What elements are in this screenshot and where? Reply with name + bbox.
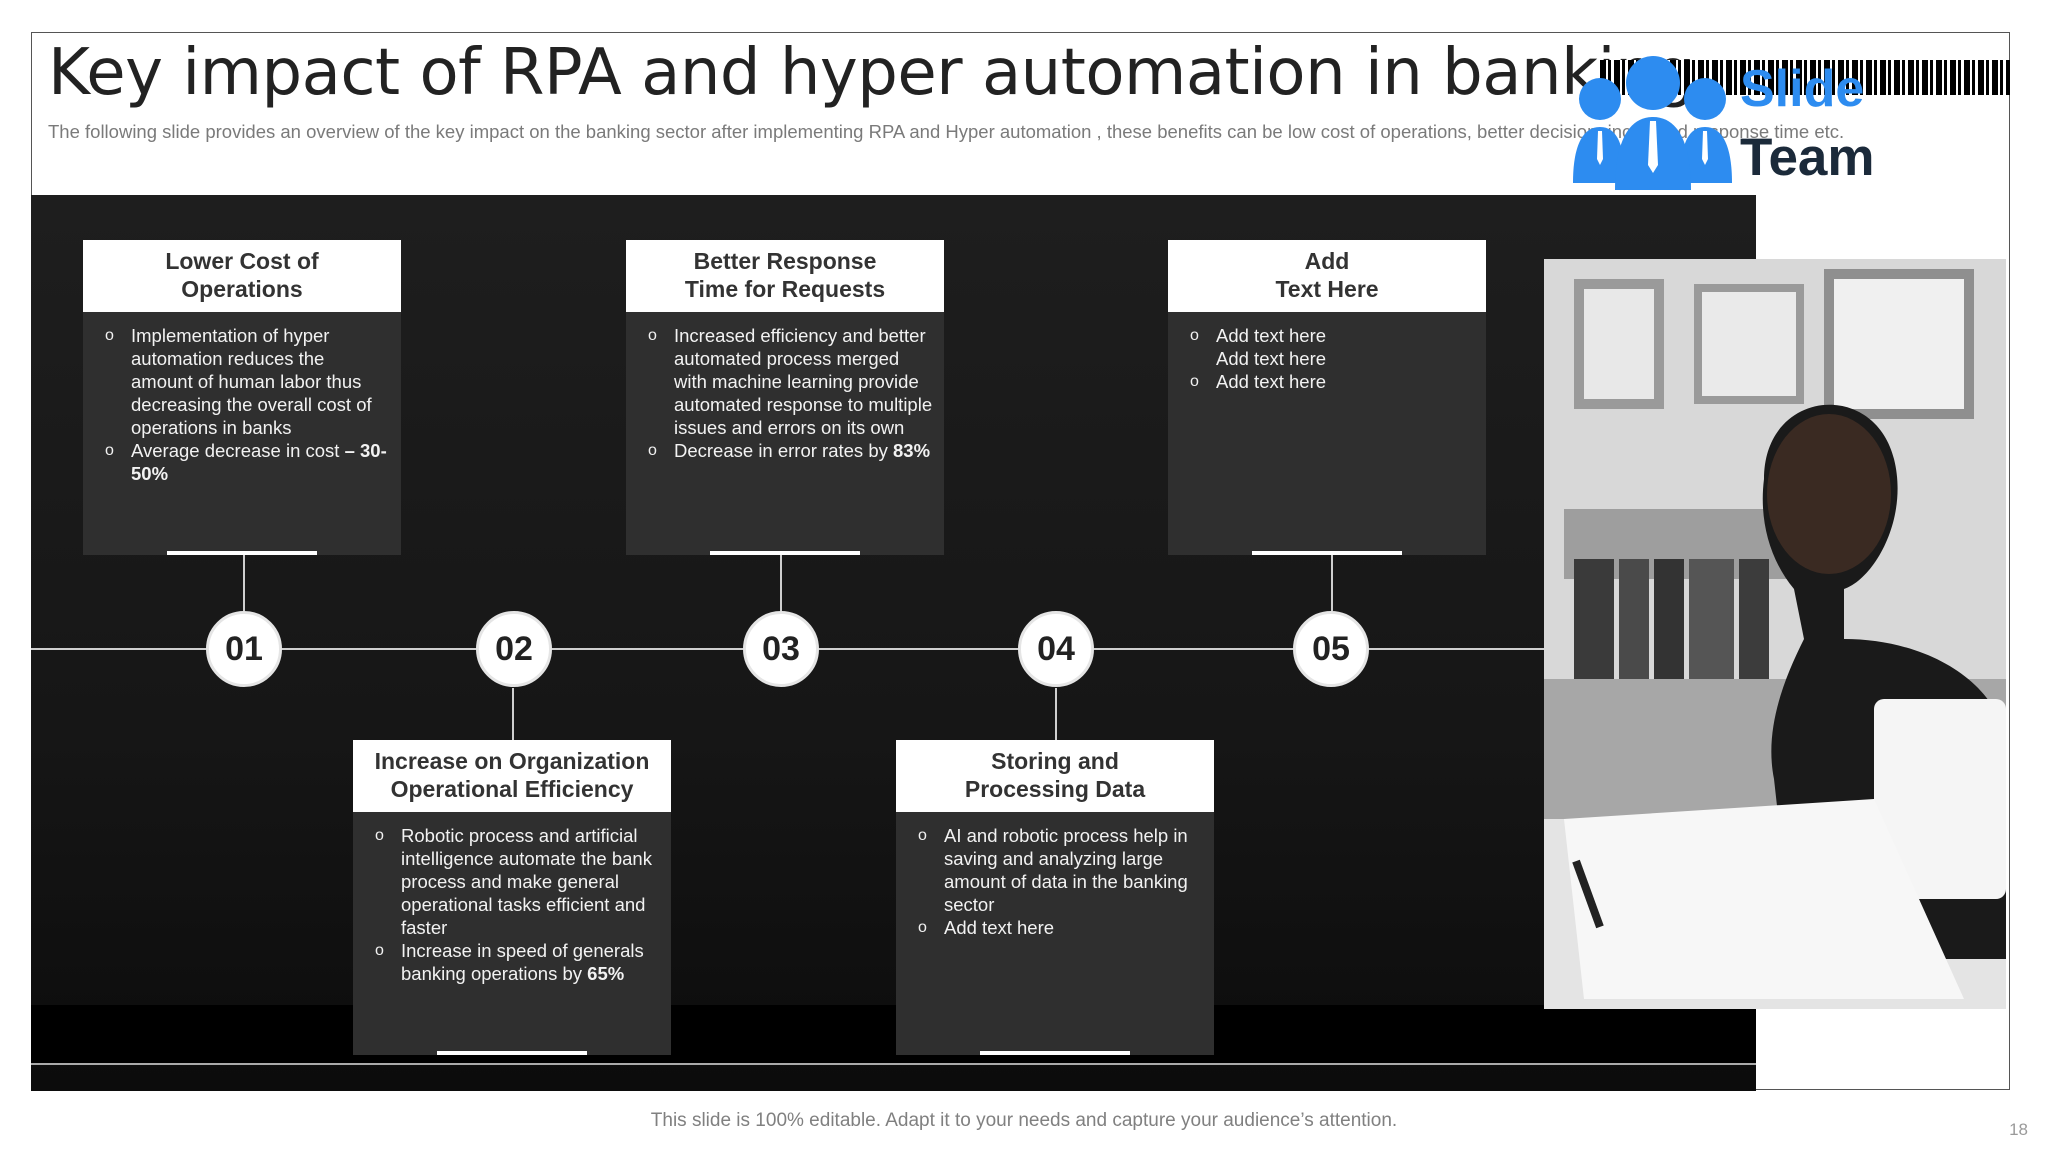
step-card-body: Increased efficiency and better automate…: [626, 312, 944, 462]
step-card-03: Better Response Time for Requests Increa…: [626, 240, 944, 555]
bullet-item: Add text here: [910, 916, 1204, 939]
connector-03: [780, 553, 782, 611]
step-card-heading: Lower Cost of Operations: [83, 240, 401, 312]
connector-02: [512, 688, 514, 741]
step-card-heading: Better Response Time for Requests: [626, 240, 944, 312]
connector-05: [1331, 553, 1333, 611]
page-number: 18: [2009, 1120, 2028, 1139]
man-writing-at-desk-photo: [1544, 259, 2006, 1009]
step-card-02: Increase on Organization Operational Eff…: [353, 740, 671, 1055]
bullet-item: AI and robotic process help in saving an…: [910, 824, 1204, 916]
panel-bottom-band: [31, 1005, 1756, 1065]
step-card-body: AI and robotic process help in saving an…: [896, 812, 1214, 939]
connector-01: [243, 553, 245, 611]
step-card-body: Robotic process and artificial intellige…: [353, 812, 671, 985]
step-number-04: 04: [1018, 611, 1094, 687]
bullet-item: Increased efficiency and better automate…: [640, 324, 934, 439]
card-underline: [710, 551, 860, 555]
step-card-04: Storing and Processing Data AI and robot…: [896, 740, 1214, 1055]
connector-04: [1055, 688, 1057, 740]
step-number-05: 05: [1293, 611, 1369, 687]
people-group-icon: [1573, 56, 1732, 190]
card-underline: [1252, 551, 1402, 555]
step-card-05: Add Text Here Add text here Add text her…: [1168, 240, 1486, 555]
logo-text-slide: Slide: [1740, 60, 1865, 118]
step-card-body: Implementation of hyper automation reduc…: [83, 312, 401, 485]
slide-footer: This slide is 100% editable. Adapt it to…: [650, 1110, 1398, 1131]
step-card-heading: Add Text Here: [1168, 240, 1486, 312]
card-underline: [980, 1051, 1130, 1055]
step-card-body: Add text here Add text here Add text her…: [1168, 312, 1486, 393]
step-number-02: 02: [476, 611, 552, 687]
slideteam-logo: Slide Team: [1570, 55, 1900, 190]
panel-divider: [31, 1063, 1756, 1065]
logo-text-team: Team: [1740, 128, 1875, 187]
bullet-item: Implementation of hyper automation reduc…: [97, 324, 391, 439]
step-card-heading: Increase on Organization Operational Eff…: [353, 740, 671, 812]
bullet-item: Average decrease in cost – 30-50%: [97, 439, 391, 485]
step-number-03: 03: [743, 611, 819, 687]
bullet-item: Add text here: [1182, 370, 1476, 393]
step-number-01: 01: [206, 611, 282, 687]
card-underline: [167, 551, 317, 555]
card-underline: [437, 1051, 587, 1055]
bullet-item: Add text here: [1182, 324, 1476, 347]
bullet-item: Decrease in error rates by 83%: [640, 439, 934, 462]
step-card-heading: Storing and Processing Data: [896, 740, 1214, 812]
bullet-item: Robotic process and artificial intellige…: [367, 824, 661, 939]
slide-title: Key impact of RPA and hyper automation i…: [48, 36, 1696, 110]
slide-subtitle: The following slide provides an overview…: [48, 121, 1845, 142]
bullet-item: Add text here: [1216, 348, 1327, 369]
step-card-01: Lower Cost of Operations Implementation …: [83, 240, 401, 555]
bullet-item: Increase in speed of generals banking op…: [367, 939, 661, 985]
